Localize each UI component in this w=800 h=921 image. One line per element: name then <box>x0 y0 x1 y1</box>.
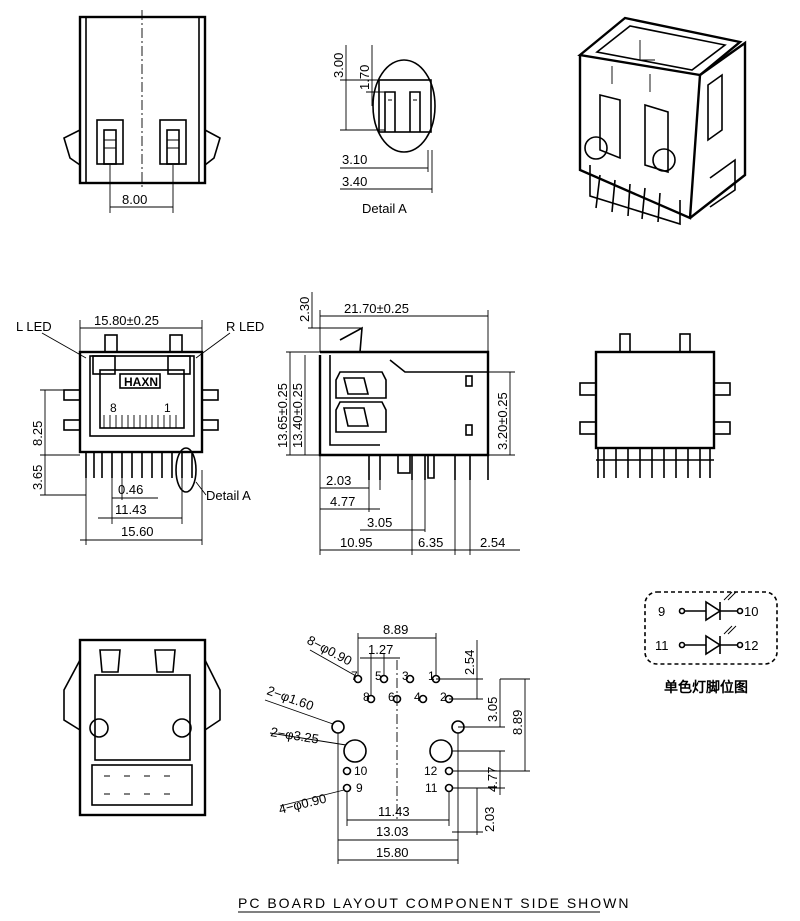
dim-2-03: 2.03 <box>326 473 351 488</box>
front-detail-a-label: Detail A <box>206 488 251 503</box>
dim-pcb-2-03: 2.03 <box>482 807 497 832</box>
dim-2-54: 2.54 <box>480 535 505 550</box>
pin-1: 1 <box>428 669 435 683</box>
bottom-view <box>63 638 221 817</box>
dim-1-70: 1.70 <box>357 65 372 90</box>
pin-5: 5 <box>375 669 382 683</box>
dim-3-05: 3.05 <box>367 515 392 530</box>
led-legend: 9 10 11 12 单色灯脚位图 <box>644 591 778 695</box>
dim-3-00: 3.00 <box>331 53 346 78</box>
brand-plate <box>119 373 161 389</box>
side-view: 21.70±0.25 2.30 13.65±0.25 13.40±0.25 3.… <box>275 292 520 555</box>
pin-1-label: 1 <box>164 401 171 415</box>
pin-8: 8 <box>363 690 370 704</box>
dim-pcb-11-43: 11.43 <box>378 804 410 819</box>
pin-6: 6 <box>388 690 395 704</box>
pin-11: 11 <box>425 781 438 795</box>
pin-2: 2 <box>440 690 447 704</box>
dim-4-77: 4.77 <box>330 494 355 509</box>
dim-21-70: 21.70±0.25 <box>344 301 409 316</box>
dim-pcb-1-27: 1.27 <box>368 642 393 657</box>
hole-callout-2x325: 2−φ3.25 <box>270 724 320 746</box>
pcb-layout: 7 5 3 1 8 6 4 2 10 9 12 11 8.89 1.27 <box>264 622 530 864</box>
dim-8-25: 8.25 <box>30 421 45 446</box>
dim-6-35: 6.35 <box>418 535 443 550</box>
isometric-view <box>577 16 747 226</box>
dim-2-30: 2.30 <box>297 297 312 322</box>
dim-pcb-2-54: 2.54 <box>462 650 477 675</box>
hole-callout-4x090: 4−φ0.90 <box>277 791 328 817</box>
detail-a-caption: Detail A <box>362 201 407 216</box>
footer-title: PC BOARD LAYOUT COMPONENT SIDE SHOWN <box>238 895 631 911</box>
led-pin-10: 10 <box>744 604 758 619</box>
dim-11-43: 11.43 <box>115 502 147 517</box>
led-pin-12: 12 <box>744 638 758 653</box>
pin-9: 9 <box>356 781 363 795</box>
dim-pcb-15-80: 15.80 <box>376 845 409 860</box>
pin-10: 10 <box>354 764 368 778</box>
pin-8-label: 8 <box>110 401 117 415</box>
dim-pcb-3-05: 3.05 <box>485 697 500 722</box>
dim-pcb-4-77: 4.77 <box>485 767 500 792</box>
dim-3-40: 3.40 <box>342 174 367 189</box>
pin-12: 12 <box>424 764 438 778</box>
dim-pcb-13-03: 13.03 <box>376 824 409 839</box>
led-legend-caption: 单色灯脚位图 <box>664 679 748 695</box>
brand-label: HAXN <box>124 375 158 389</box>
dim-15-80-width: 15.80±0.25 <box>94 313 159 328</box>
pin-7: 7 <box>351 669 358 683</box>
dim-15-60: 15.60 <box>121 524 154 539</box>
dim-3-10: 3.10 <box>342 152 367 167</box>
dim-pcb-8-89-top: 8.89 <box>383 622 408 637</box>
dim-10-95: 10.95 <box>340 535 373 550</box>
dim-13-65: 13.65±0.25 <box>275 383 290 448</box>
l-led-label: L LED <box>16 319 52 334</box>
pin-3: 3 <box>402 669 409 683</box>
dim-pcb-8-89-right: 8.89 <box>510 710 525 735</box>
detail-a-view: 3.00 1.70 3.10 3.40 Detail A <box>331 45 436 216</box>
dim-8-00: 8.00 <box>122 192 147 207</box>
footer: PC BOARD LAYOUT COMPONENT SIDE SHOWN <box>238 895 631 913</box>
front-view: HAXN 8 1 L LED R LED 15.80±0.25 8.25 3.6… <box>16 313 264 545</box>
dim-13-40: 13.40±0.25 <box>290 383 305 448</box>
led-pin-9: 9 <box>658 604 665 619</box>
pin-4: 4 <box>414 690 421 704</box>
back-view <box>579 333 731 478</box>
top-front-view: 8.00 <box>63 10 221 213</box>
dim-0-46: 0.46 <box>118 482 143 497</box>
dim-3-65: 3.65 <box>30 465 45 490</box>
r-led-label: R LED <box>226 319 264 334</box>
dim-3-20: 3.20±0.25 <box>495 392 510 450</box>
hole-callout-8x090: 8−φ0.90 <box>305 632 355 668</box>
led-pin-11: 11 <box>655 638 669 653</box>
